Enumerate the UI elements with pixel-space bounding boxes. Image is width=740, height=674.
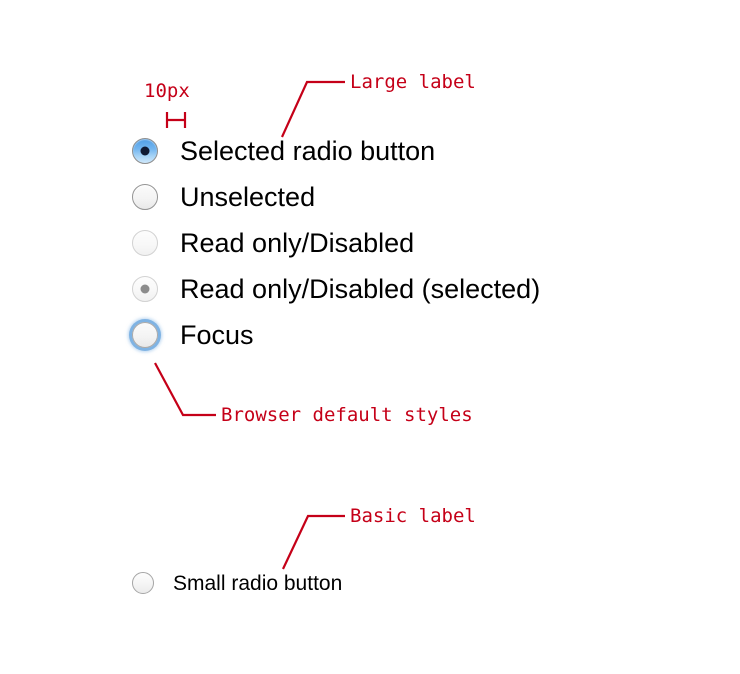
leader-line-basic-label [282,514,345,570]
radio-row-unselected[interactable]: Unselected [132,182,315,212]
radio-row-small[interactable]: Small radio button [132,568,342,598]
radio-label-focus: Focus [180,319,254,350]
annotation-large-label: Large label [350,71,476,93]
measurement-label: 10px [144,80,190,102]
leader-line-large-label [280,80,345,138]
radio-label-disabled: Read only/Disabled [180,227,415,258]
radio-inner-dot [140,284,150,294]
radio-disabled-selected-icon [132,276,158,302]
radio-small-unselected-icon[interactable] [132,572,154,594]
radio-inner-dot [140,146,150,156]
radio-selected-icon[interactable] [132,138,158,164]
radio-row-selected[interactable]: Selected radio button [132,136,435,166]
radio-label-unselected: Unselected [180,181,316,212]
radio-row-disabled-selected: Read only/Disabled (selected) [132,274,540,304]
annotation-browser-default-styles: Browser default styles [221,404,473,426]
radio-label-disabled-selected: Read only/Disabled (selected) [180,273,541,304]
radio-focus-icon[interactable] [132,322,158,348]
radio-label-selected: Selected radio button [180,135,436,166]
radio-row-focus[interactable]: Focus [132,320,254,350]
radio-label-small: Small radio button [173,571,343,595]
measurement-bracket-icon [165,112,187,128]
radio-disabled-icon [132,230,158,256]
radio-row-disabled: Read only/Disabled [132,228,414,258]
radio-unselected-icon[interactable] [132,184,158,210]
leader-line-browser-default [154,362,216,417]
annotation-basic-label: Basic label [350,505,476,527]
